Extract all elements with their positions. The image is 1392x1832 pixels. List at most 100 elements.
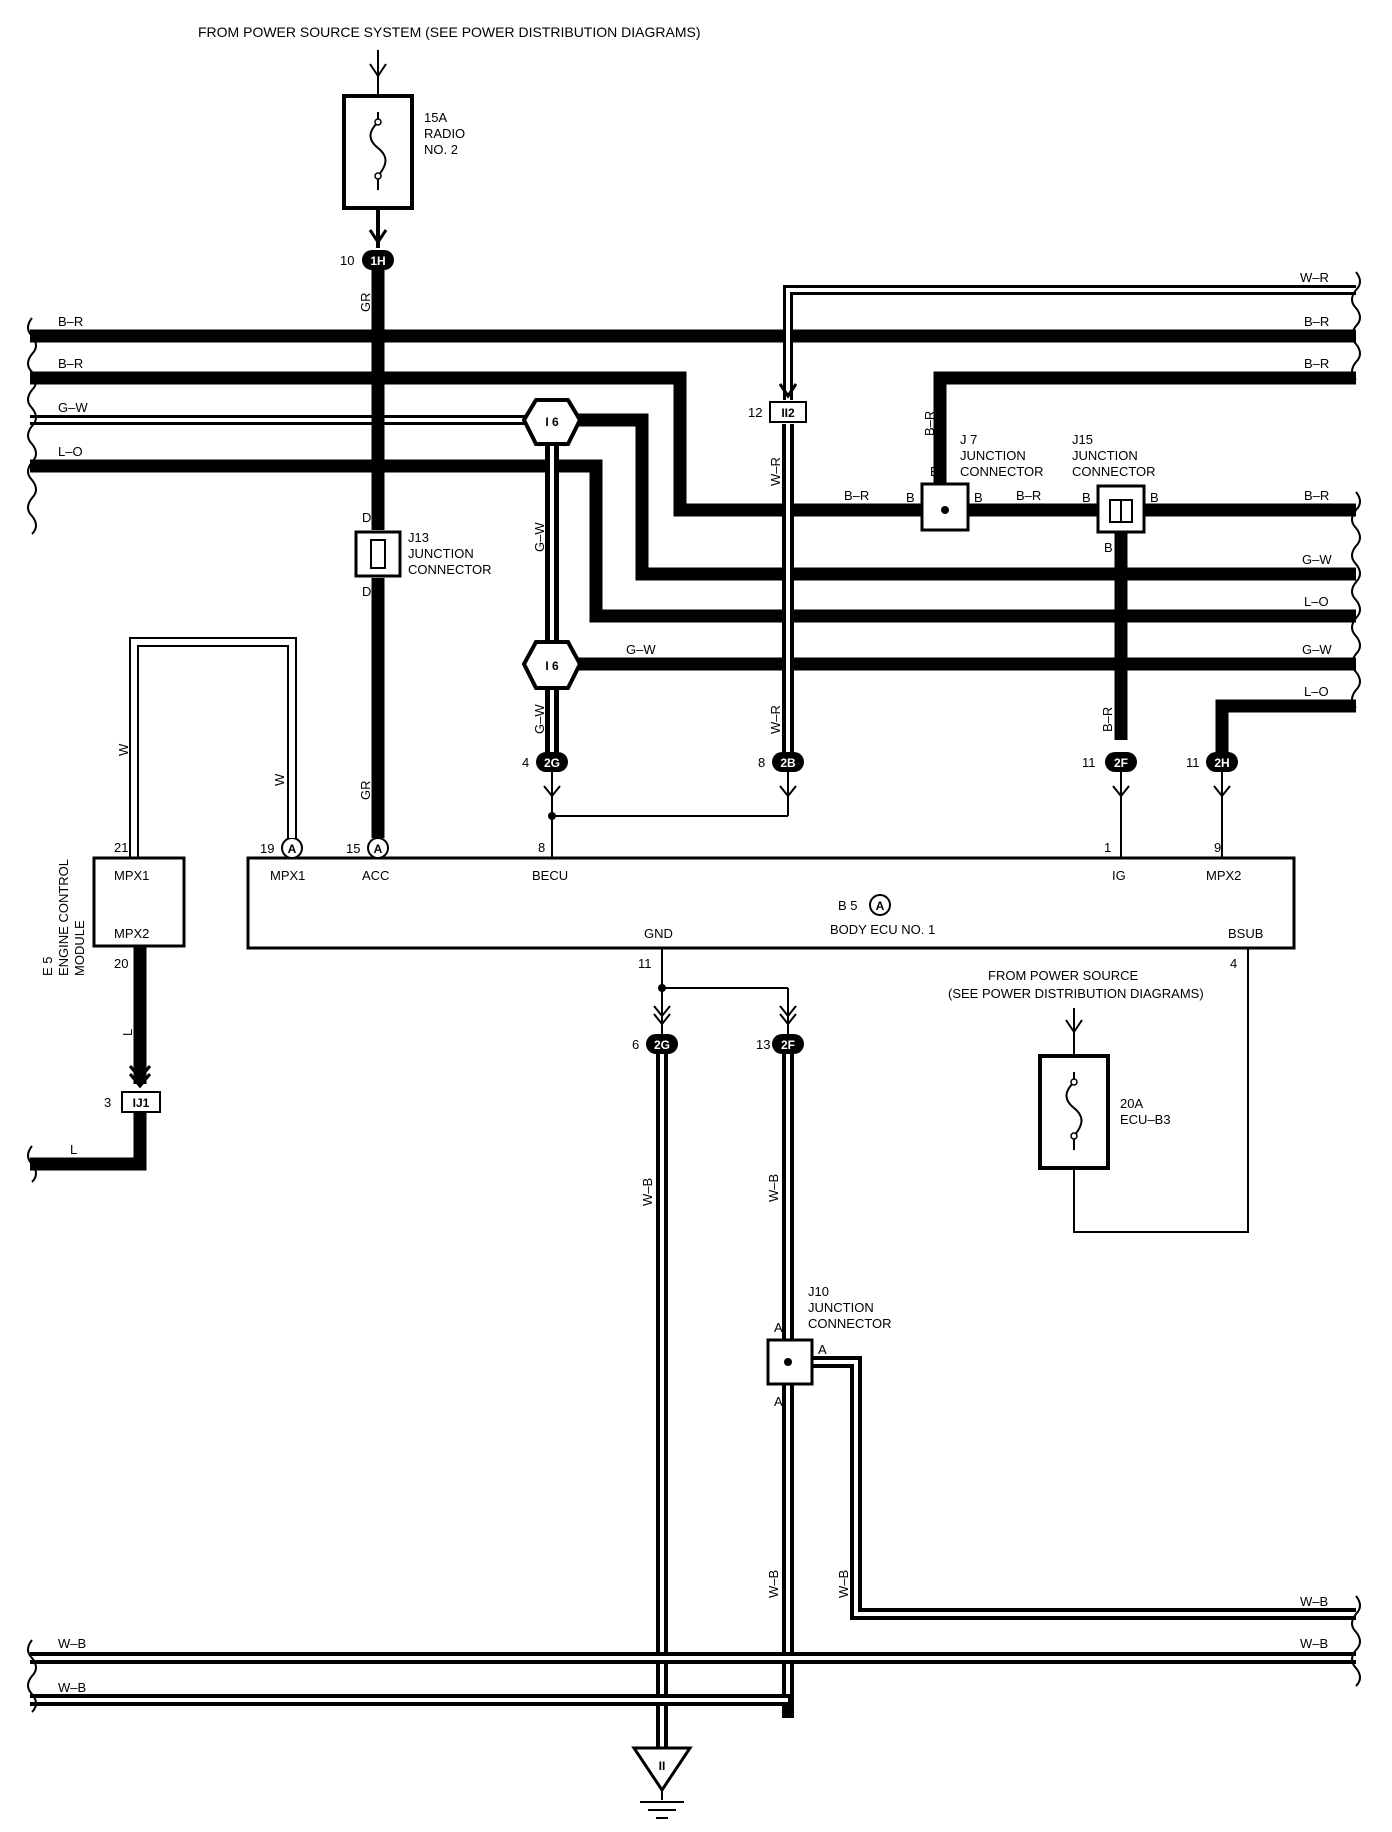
junction-dot-gnd (658, 984, 666, 992)
label-l-bottom: L (70, 1142, 77, 1157)
fuse-radio (342, 94, 414, 210)
label-w-right: W (272, 773, 287, 786)
ecu-pin-mpx2-num: 9 (1214, 840, 1221, 855)
connector-2f-bottom-pin: 13 (756, 1037, 770, 1052)
label-br-right1: B–R (1304, 314, 1329, 329)
j10-pin-bottom: A (774, 1394, 783, 1409)
connector-2b: 2B (772, 752, 804, 772)
label-wb-right2: W–B (1300, 1636, 1328, 1651)
wire-br-j7 (933, 371, 1356, 496)
connector-i6-top: I 6 (521, 398, 583, 446)
svg-text:A: A (288, 842, 297, 856)
fuse-ecu-rating: 20A (1120, 1096, 1143, 1111)
label-wb-vert4: W–B (836, 1570, 851, 1598)
wire-br-2 (30, 371, 1356, 517)
connector-2g-bottom-pin: 6 (632, 1037, 639, 1052)
j7-label3: CONNECTOR (960, 464, 1044, 479)
label-gr-bottom: GR (358, 781, 373, 801)
j7-label1: J 7 (960, 432, 977, 447)
ecu-pin-mpx1: MPX1 (270, 868, 305, 883)
junction-dot-becu (548, 812, 556, 820)
ground-symbol: II (631, 1746, 693, 1819)
wire-lo-2 (1215, 699, 1356, 760)
em-pin-mpx1-num: 21 (114, 840, 128, 855)
label-gr-top: GR (358, 293, 373, 313)
ecu-pin-ig: IG (1112, 868, 1126, 883)
ecu-pin-bsub-num: 4 (1230, 956, 1237, 971)
ecu-pin-acc-num: 15 (346, 841, 360, 856)
ecu-pin-becu: BECU (532, 868, 568, 883)
connector-1h-pin: 10 (340, 253, 354, 268)
connector-2g-top: 2G (536, 752, 568, 772)
ecu-pin-acc: ACC (362, 868, 389, 883)
wire-gw-right-1 (566, 413, 1356, 581)
j7-junction (920, 482, 970, 532)
connector-2f-bottom: 2F (772, 1034, 804, 1054)
svg-text:I 6: I 6 (545, 659, 559, 673)
ecu-pin-bsub: BSUB (1228, 926, 1263, 941)
j15-label2: JUNCTION (1072, 448, 1138, 463)
power-arrow-top (369, 50, 387, 96)
j15-pin-bottom: B (1104, 540, 1113, 555)
label-gw-right1: G–W (1302, 552, 1332, 567)
break-marks-left (27, 317, 37, 535)
j10-label3: CONNECTOR (808, 1316, 892, 1331)
j15-pin-right: B (1150, 490, 1159, 505)
j7-label2: JUNCTION (960, 448, 1026, 463)
label-gw-vert2: G–W (532, 704, 547, 734)
fuse-ecu-name: ECU–B3 (1120, 1112, 1171, 1127)
ecu-code: B 5 (838, 898, 858, 913)
label-w-left: W (116, 743, 131, 756)
fuse-radio-name2: NO. 2 (424, 142, 458, 157)
label-br-j7: B–R (922, 411, 937, 436)
label-br-right3: B–R (1304, 488, 1329, 503)
connector-2h-pin: 11 (1186, 755, 1200, 770)
label-lo-right1: L–O (1304, 594, 1329, 609)
label-gw-left: G–W (58, 400, 88, 415)
arrows-ij1 (128, 1065, 152, 1089)
label-wb-left1: W–B (58, 1636, 86, 1651)
label-lo-left: L–O (58, 444, 83, 459)
label-wb-right: W–B (1300, 1594, 1328, 1609)
connector-i6-bottom: I 6 (521, 640, 583, 690)
arrow-1h (368, 229, 388, 245)
power-source-2-line2: (SEE POWER DISTRIBUTION DIAGRAMS) (948, 986, 1204, 1001)
ecu-pin-mpx1-num: 19 (260, 841, 274, 856)
connector-2b-pin: 8 (758, 755, 765, 770)
svg-text:2F: 2F (1114, 756, 1128, 770)
em-pin-mpx1: MPX1 (114, 868, 149, 883)
label-br-mid2: B–R (1016, 488, 1041, 503)
ecu-pin-ig-num: 1 (1104, 840, 1111, 855)
ecu-pin-gnd-num: 11 (638, 956, 652, 971)
fuse-ecu-b3 (1038, 1054, 1110, 1170)
connector-ij1-pin: 3 (104, 1095, 111, 1110)
body-ecu-box (246, 856, 1296, 950)
ecu-code-a: A (876, 899, 885, 913)
label-br-right2: B–R (1304, 356, 1329, 371)
label-gw-right2: G–W (1302, 642, 1332, 657)
svg-text:IJ1: IJ1 (133, 1096, 150, 1110)
power-arrow-2 (1065, 1008, 1083, 1056)
arrow-ii2 (778, 383, 798, 399)
gnd-split-lines (653, 948, 797, 1036)
ecu-pin-gnd: GND (644, 926, 673, 941)
label-wb-vert2: W–B (766, 1174, 781, 1202)
j13-label2: JUNCTION (408, 546, 474, 561)
j10-junction (766, 1338, 814, 1386)
ecu-drop-lines (543, 772, 1231, 858)
label-br-mid1: B–R (844, 488, 869, 503)
label-lo-right2: L–O (1304, 684, 1329, 699)
wire-wr-top (783, 285, 1356, 400)
connector-ij1: IJ1 (121, 1091, 161, 1113)
j15-junction (1096, 484, 1146, 534)
label-gw-horiz: G–W (626, 642, 656, 657)
ecu-code-circle (869, 894, 891, 916)
break-marks-bottom (27, 1595, 1361, 1713)
em-pin-mpx2: MPX2 (114, 926, 149, 941)
connector-1h: 1H (362, 250, 394, 270)
label-wb-left2: W–B (58, 1680, 86, 1695)
svg-text:2G: 2G (544, 756, 560, 770)
label-wr-vert2: W–R (768, 705, 783, 734)
label-wr-right: W–R (1300, 270, 1329, 285)
label-br-left2: B–R (58, 356, 83, 371)
